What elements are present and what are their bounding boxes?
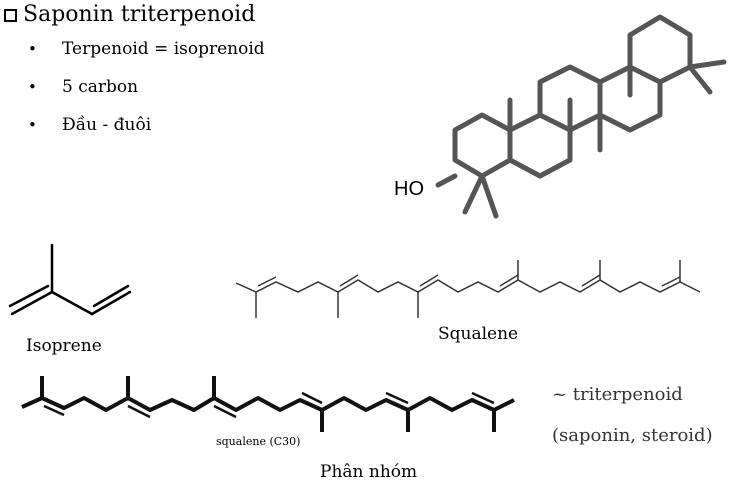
isoprene-structure xyxy=(8,243,132,316)
slide-title-text: Saponin triterpenoid xyxy=(23,2,256,27)
squalene-structure xyxy=(235,260,701,318)
slide-title: Saponin triterpenoid xyxy=(4,2,255,28)
bullet-dot-icon: • xyxy=(28,78,37,96)
note-line-2: (saponin, steroid) xyxy=(552,425,713,446)
squalene-c30-structure xyxy=(21,376,515,432)
checkbox-square-icon xyxy=(4,9,17,22)
squalene-c30-label: squalene (C30) xyxy=(216,435,300,448)
bottom-caption: Phân nhóm xyxy=(320,462,417,480)
oleanane-structure xyxy=(435,14,727,219)
note-line-1: ~ triterpenoid xyxy=(552,384,683,405)
hydroxyl-label: HO xyxy=(394,178,424,200)
bullet-text: Đầu - đuôi xyxy=(62,115,152,135)
squalene-label: Squalene xyxy=(438,324,518,344)
bullet-item: • Đầu - đuôi xyxy=(28,116,265,154)
bullet-dot-icon: • xyxy=(28,40,37,58)
bullet-item: • 5 carbon xyxy=(28,78,265,116)
isoprene-label: Isoprene xyxy=(26,336,102,356)
bullet-text: 5 carbon xyxy=(62,77,139,97)
bullet-item: • Terpenoid = isoprenoid xyxy=(28,40,265,78)
bullet-text: Terpenoid = isoprenoid xyxy=(62,39,265,59)
bullet-list: • Terpenoid = isoprenoid • 5 carbon • Đầu -… xyxy=(28,40,265,154)
bullet-dot-icon: • xyxy=(28,116,37,134)
